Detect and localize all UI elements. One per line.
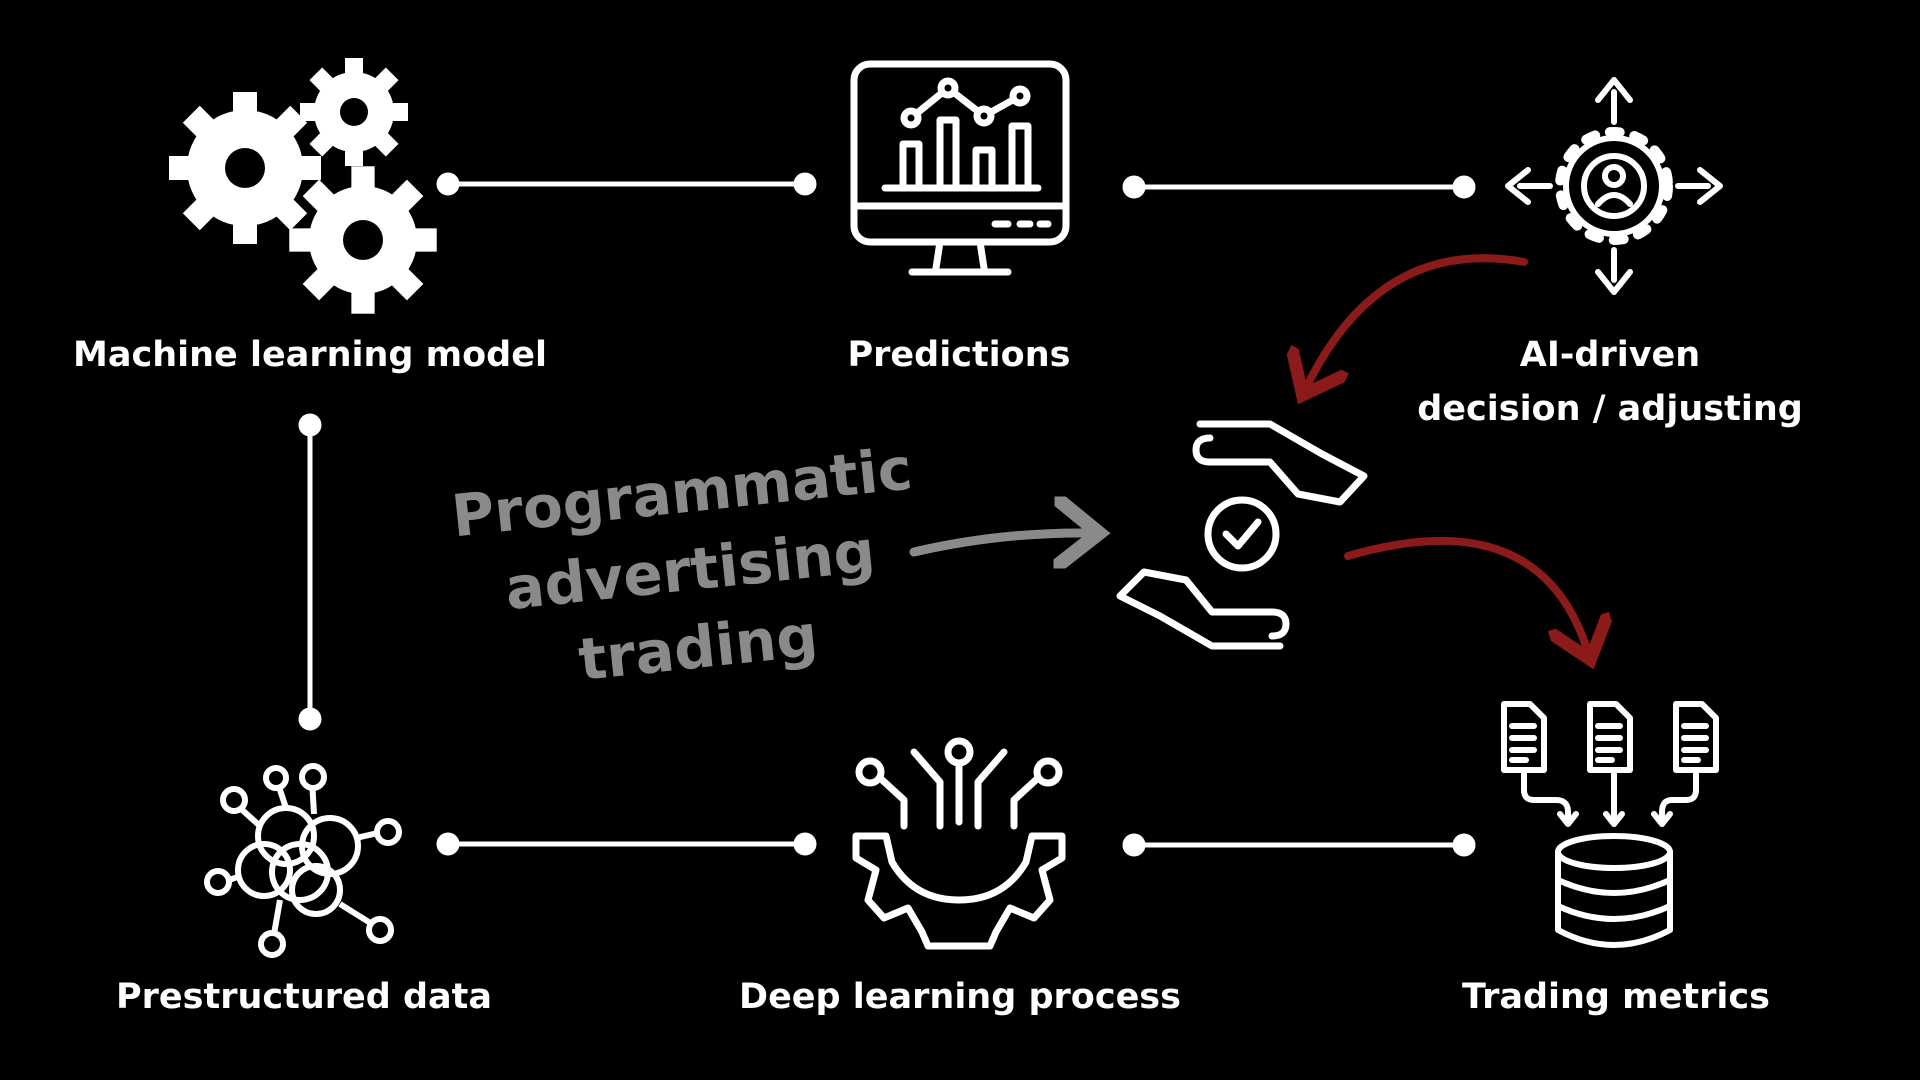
label-trading-metrics: Trading metrics bbox=[1462, 977, 1770, 1017]
label-ai-driven-line1: AI-driven bbox=[1519, 335, 1701, 375]
label-prestructured-data: Prestructured data bbox=[115, 977, 493, 1017]
connector-ml-prestructured bbox=[298, 413, 322, 731]
network-cluster-icon bbox=[204, 763, 402, 958]
connector-prestructured-deep bbox=[436, 832, 817, 856]
label-ai-driven: AI-driven decision / adjusting bbox=[1417, 328, 1803, 436]
monitor-chart-icon bbox=[850, 60, 1070, 276]
hands-check-icon bbox=[1116, 420, 1368, 650]
center-title: Programmatic advertising trading bbox=[448, 429, 932, 710]
red-arrow-ai-to-deal bbox=[1306, 254, 1528, 388]
label-predictions: Predictions bbox=[847, 335, 1071, 375]
connector-predictions-ai bbox=[1122, 175, 1476, 199]
gear-circuit-icon bbox=[852, 737, 1066, 950]
documents-database-icon bbox=[1501, 701, 1716, 948]
label-ai-driven-line2: decision / adjusting bbox=[1417, 389, 1803, 429]
connector-deep-metrics bbox=[1122, 833, 1476, 857]
connector-ml-predictions bbox=[436, 172, 817, 196]
gear-user-arrows-icon bbox=[1505, 77, 1723, 295]
red-arrow-deal-to-metrics bbox=[1344, 536, 1588, 652]
gray-arrow bbox=[909, 533, 1090, 552]
gears-icon bbox=[137, 35, 468, 345]
label-deep-learning-process: Deep learning process bbox=[739, 977, 1181, 1017]
label-machine-learning-model: Machine learning model bbox=[73, 335, 547, 375]
